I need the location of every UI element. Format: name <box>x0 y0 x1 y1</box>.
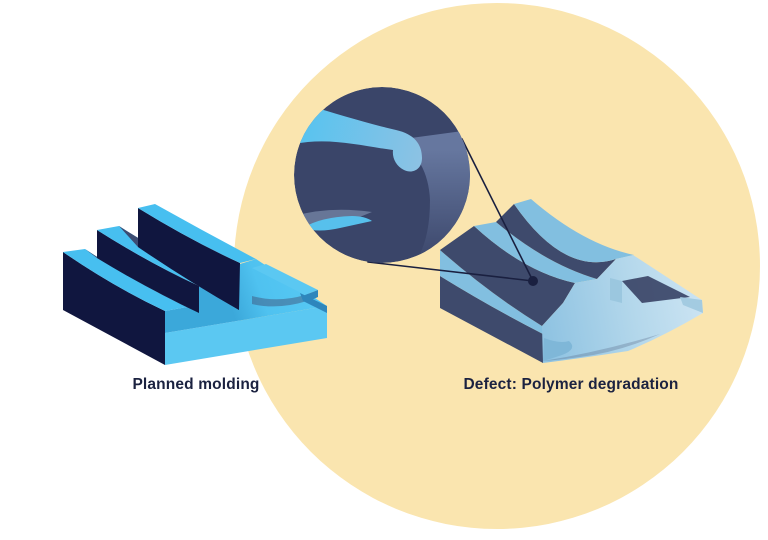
callout-line-lower <box>367 261 534 282</box>
planned-molding-label: Planned molding <box>132 376 260 393</box>
callout-line-upper <box>461 138 534 282</box>
planned-lower-rib-shadow <box>252 295 307 307</box>
planned-molding-illustration <box>63 204 327 365</box>
defect-tip-face <box>680 297 703 313</box>
defect-lower-rib-shadow <box>622 276 690 303</box>
planned-step2-face <box>97 230 199 313</box>
defect-molding-illustration <box>440 199 703 363</box>
planned-tip-notch <box>300 293 327 313</box>
planned-lower-rib-top <box>252 264 318 295</box>
defect-step2-top <box>474 222 597 283</box>
planned-rib-top <box>138 204 256 263</box>
defect-melt-drip <box>543 338 573 361</box>
defect-faded-region <box>542 255 703 363</box>
planned-base-top <box>165 259 327 333</box>
magnifier-bright-wedge <box>303 216 372 231</box>
planned-front-face <box>63 252 165 365</box>
defect-rib-top <box>514 199 634 263</box>
defect-label: Defect: Polymer degradation <box>463 376 679 393</box>
planned-rib-face <box>138 208 240 310</box>
defect-rib-face <box>496 204 616 279</box>
planned-base-right-face <box>165 306 327 365</box>
defect-step1-top <box>440 250 543 334</box>
planned-step1-top <box>63 249 187 311</box>
defect-point-marker <box>528 276 538 286</box>
defect-base-face <box>440 276 543 363</box>
defect-lower-rib-face <box>610 278 622 303</box>
defect-step2-face <box>440 226 575 326</box>
